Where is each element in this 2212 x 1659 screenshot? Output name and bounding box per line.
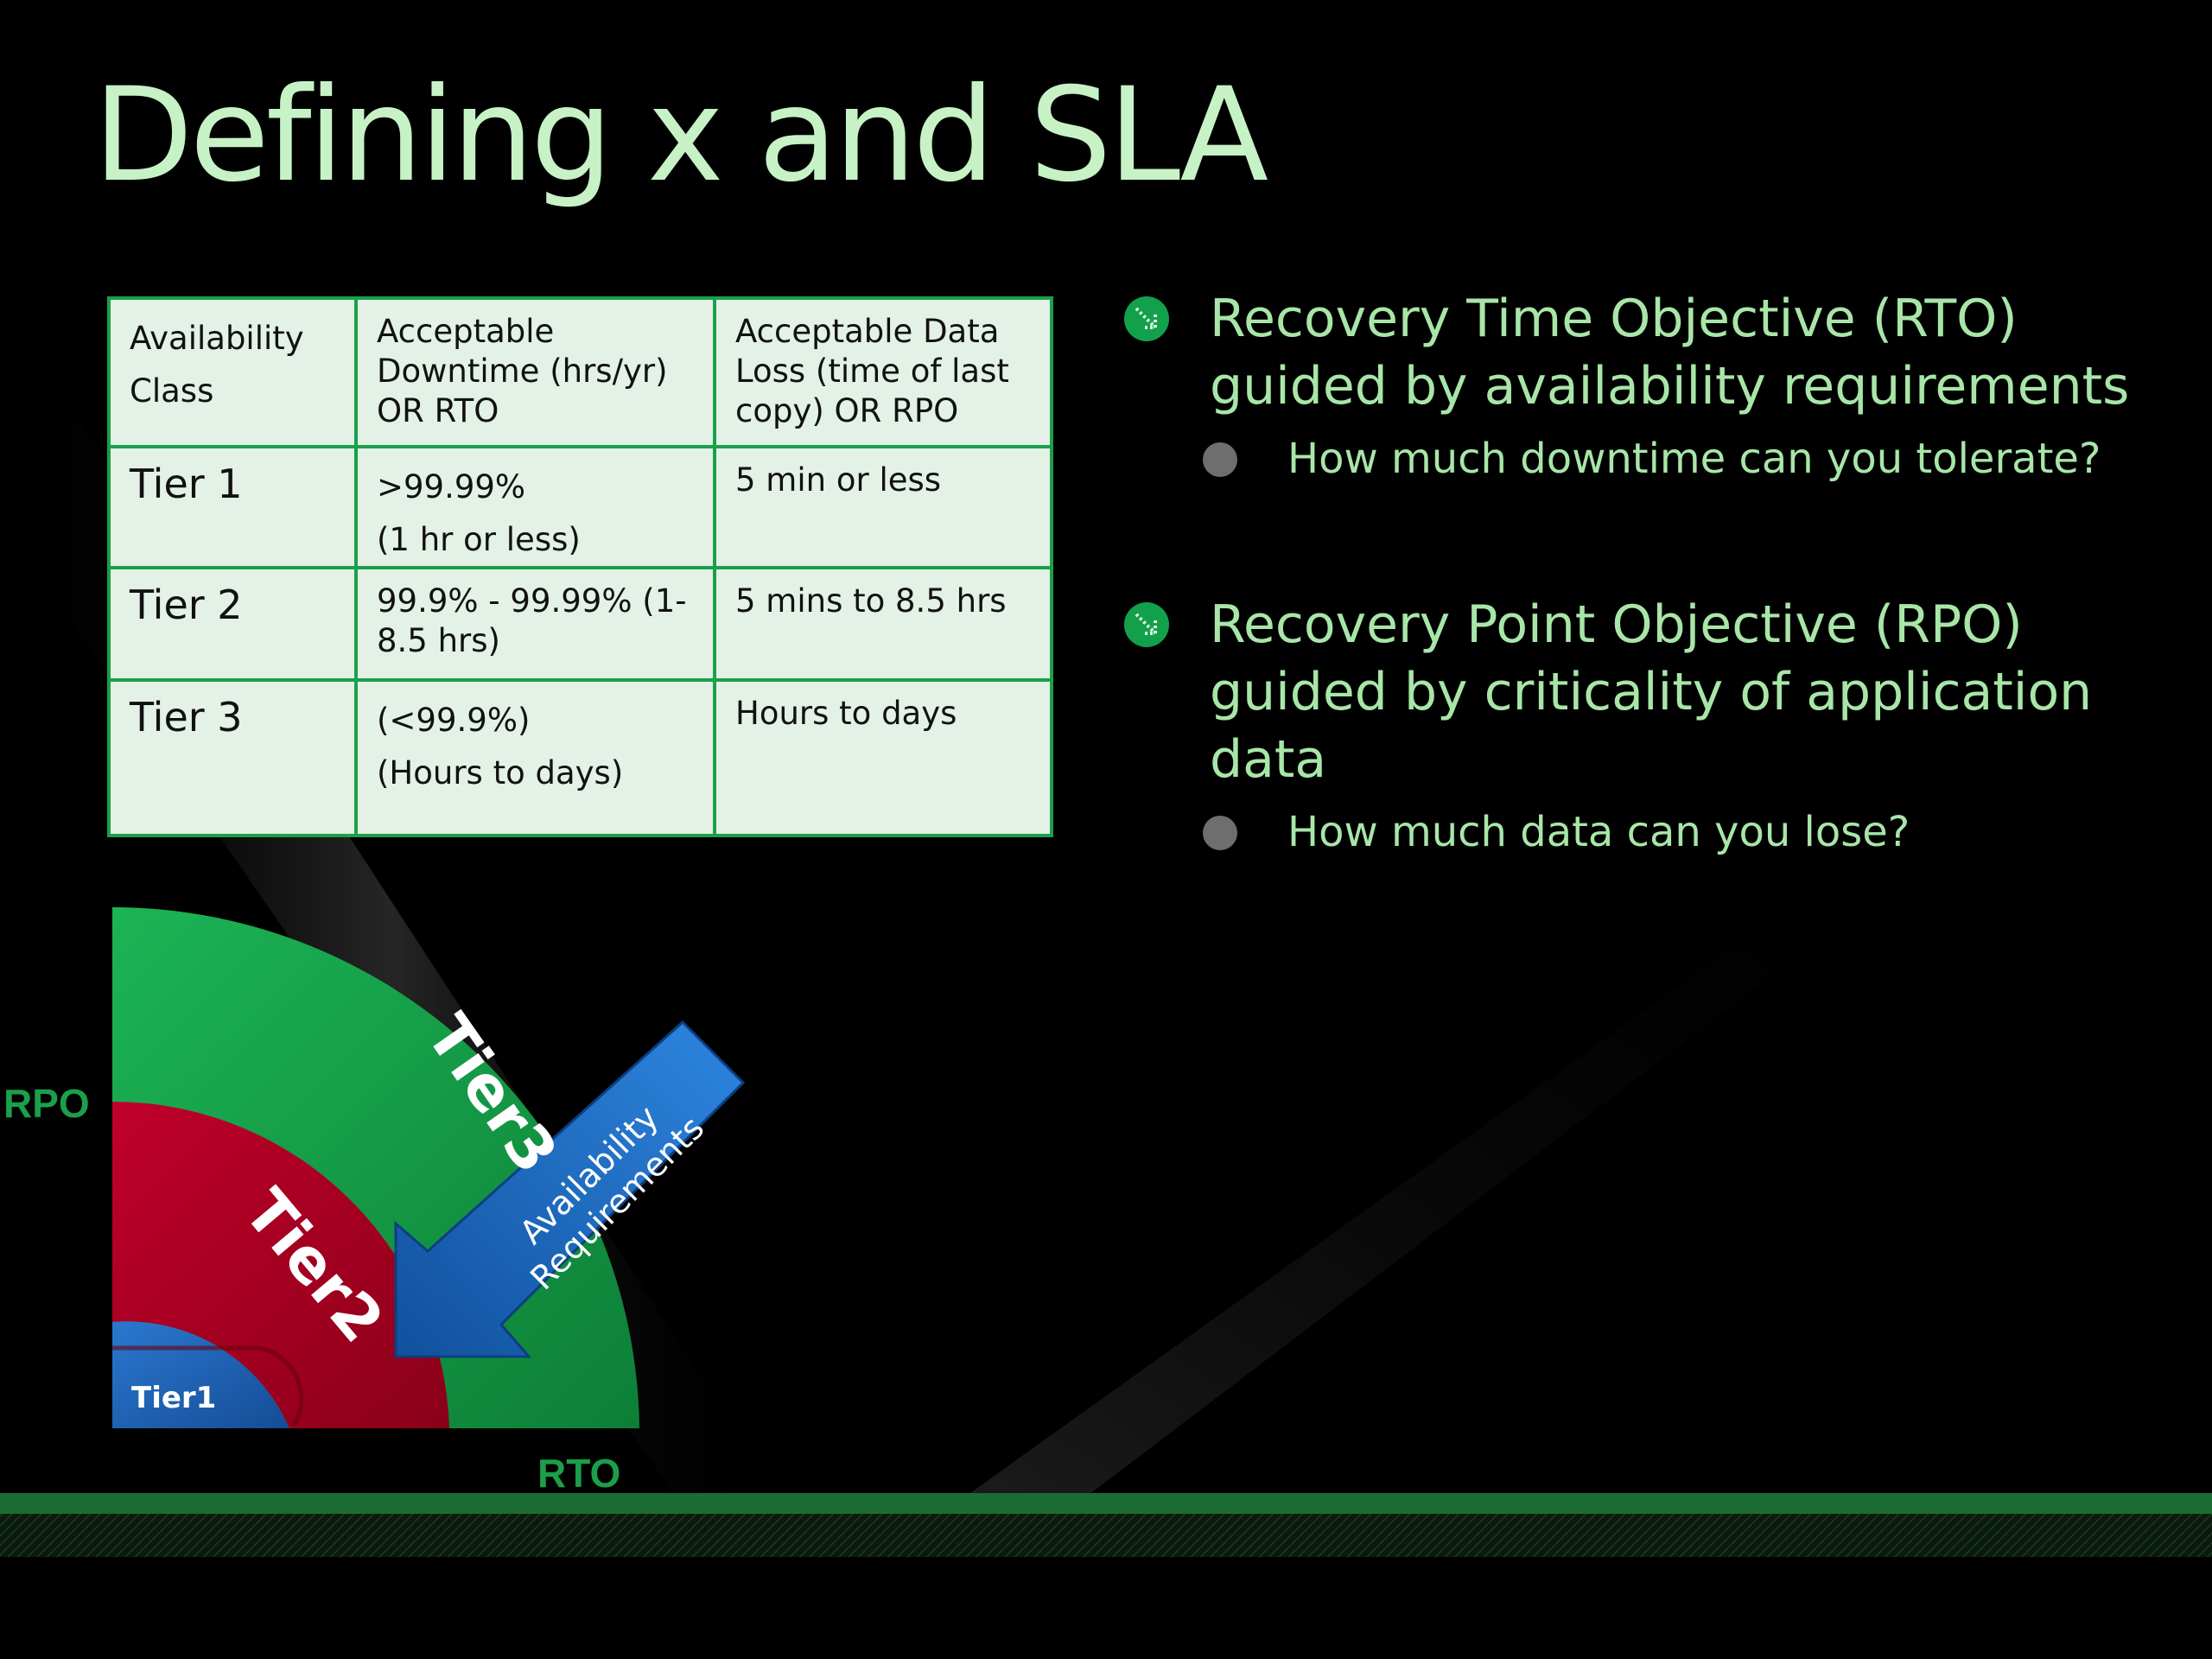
header-acceptable-downtime: Acceptable Downtime (hrs/yr) OR RTO <box>354 296 716 448</box>
right-light-beam <box>968 812 1987 1495</box>
tier-class-cell: Tier 3 <box>107 678 358 837</box>
rpo-axis-label: RPO <box>3 1081 90 1126</box>
header-line: Availability <box>130 320 304 357</box>
tier-class-cell: Tier 2 <box>107 566 358 682</box>
rto-axis-label: RTO <box>537 1451 621 1496</box>
bullet-item: Recovery Time Objective (RTO) guided by … <box>1123 285 2195 420</box>
bullet-item: Recovery Point Objective (RPO) guided by… <box>1123 591 2195 793</box>
green-arrow-bullet-icon <box>1124 296 1169 341</box>
table-row: Tier 1 >99.99% (1 hr or less) 5 min or l… <box>107 445 1053 569</box>
tier-class-cell: Tier 1 <box>107 445 358 569</box>
sub-bullet-item: How much data can you lose? <box>1123 802 2195 862</box>
header-availability-class: Availability Class <box>107 296 358 448</box>
data-loss-cell: 5 mins to 8.5 hrs <box>713 566 1053 682</box>
data-loss-cell: 5 min or less <box>713 445 1053 569</box>
footer-hatched-band <box>0 1514 2212 1557</box>
table-row: Tier 3 (<99.9%) (Hours to days) Hours to… <box>107 678 1053 837</box>
bullet-text: Recovery Time Objective (RTO) guided by … <box>1210 289 2130 416</box>
grey-dot-icon <box>1203 442 1237 477</box>
header-line: Class <box>130 372 214 410</box>
cell-line: >99.99% <box>377 468 526 505</box>
grey-dot-icon <box>1203 816 1237 850</box>
table-row: Tier 2 99.9% - 99.99% (1-8.5 hrs) 5 mins… <box>107 566 1053 682</box>
footer-green-stripe <box>0 1493 2212 1514</box>
bullet-list: Recovery Time Objective (RTO) guided by … <box>1123 285 2195 862</box>
cell-line: (1 hr or less) <box>377 521 581 558</box>
cell-line: (Hours to days) <box>377 754 624 791</box>
bullet-text: Recovery Point Objective (RPO) guided by… <box>1210 594 2093 790</box>
green-arrow-bullet-icon <box>1124 602 1169 647</box>
downtime-cell: (<99.9%) (Hours to days) <box>354 678 716 837</box>
downtime-cell: 99.9% - 99.99% (1-8.5 hrs) <box>354 566 716 682</box>
data-loss-cell: Hours to days <box>713 678 1053 837</box>
sub-bullet-text: How much downtime can you tolerate? <box>1287 435 2101 483</box>
cell-line: (<99.9%) <box>377 702 531 739</box>
availability-tier-table: Availability Class Acceptable Downtime (… <box>107 296 1053 837</box>
slide-title: Defining x and SLA <box>93 60 1268 211</box>
header-acceptable-data-loss: Acceptable Data Loss (time of last copy)… <box>713 296 1053 448</box>
sub-bullet-text: How much data can you lose? <box>1287 808 1910 856</box>
tier1-label: Tier1 <box>131 1381 217 1415</box>
downtime-cell: >99.99% (1 hr or less) <box>354 445 716 569</box>
table-header-row: Availability Class Acceptable Downtime (… <box>107 296 1053 448</box>
sub-bullet-item: How much downtime can you tolerate? <box>1123 429 2195 489</box>
